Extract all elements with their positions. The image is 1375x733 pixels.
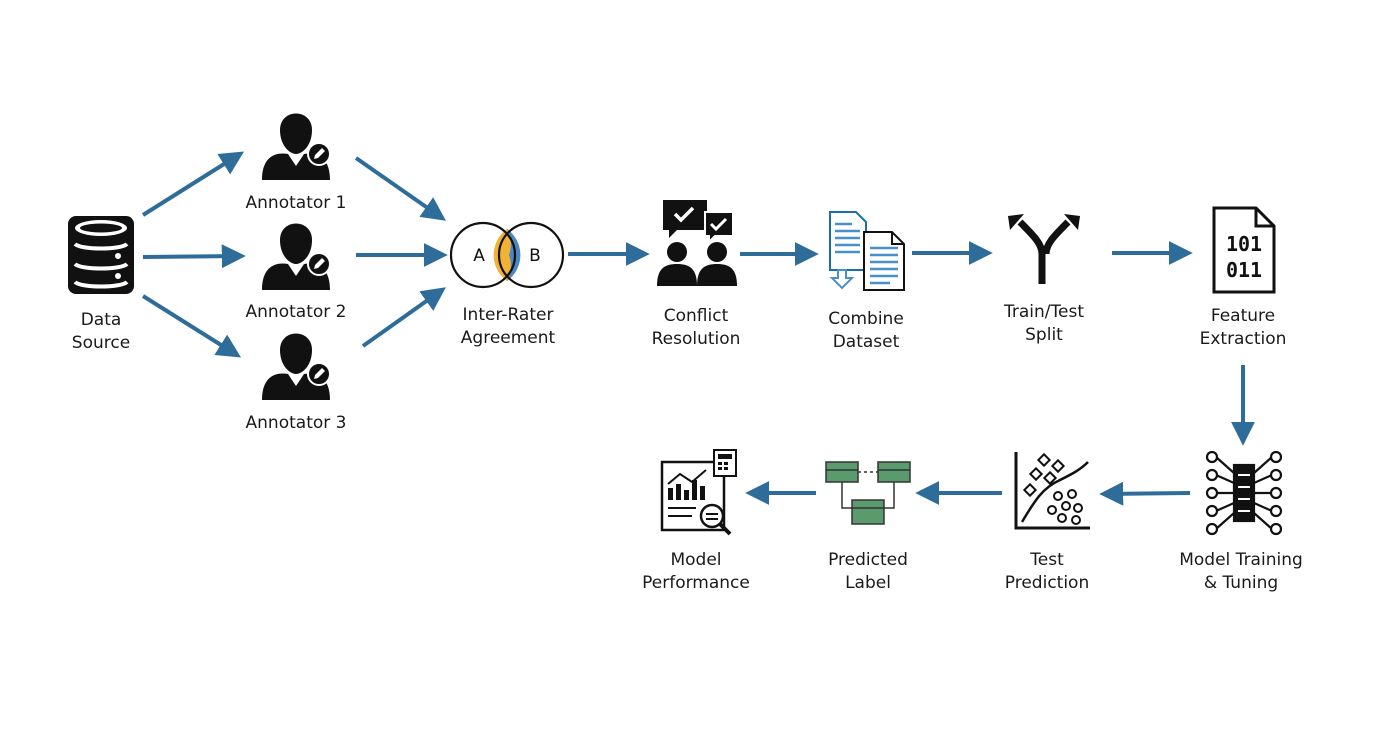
annotator-1-label: Annotator 1	[245, 193, 347, 213]
label-tables-icon	[825, 461, 911, 525]
test-prediction-label: Test Prediction	[1005, 549, 1089, 595]
annotator-3-icon	[262, 333, 331, 400]
predicted-label-line2: Label	[845, 573, 891, 593]
test-prediction-label-line2: Prediction	[1004, 573, 1090, 593]
venn-label-a: A	[473, 246, 485, 266]
venn-diagram-icon: A B	[449, 221, 565, 289]
feature-label-line1: Feature	[1210, 306, 1276, 326]
feature-label-line2: Extraction	[1199, 329, 1287, 349]
model-performance-label: Model Performance	[642, 549, 750, 595]
fork-split-icon	[1008, 214, 1080, 284]
split-label-line1: Train/Test	[1004, 302, 1084, 322]
train-test-split-label: Train/Test Split	[1004, 301, 1084, 347]
feature-extraction-label: Feature Extraction	[1200, 305, 1287, 351]
arrow-source-to-annotator-1	[141, 151, 245, 217]
conflict-label-line1: Conflict	[663, 306, 729, 326]
discussion-check-icon	[657, 200, 737, 286]
neural-network-icon	[1205, 450, 1283, 536]
arrow-source-to-annotator-2	[142, 244, 246, 269]
binary-file-icon: 101 011	[1212, 206, 1276, 294]
data-source-label: Data Source	[72, 309, 130, 355]
split-label-line2: Split	[1025, 325, 1063, 345]
performance-label-line2: Performance	[642, 573, 750, 593]
scatter-classifier-icon	[1014, 452, 1090, 530]
conflict-resolution-label: Conflict Resolution	[652, 305, 741, 351]
training-label-line1: Model Training	[1179, 550, 1303, 570]
data-source-label-line2: Source	[71, 333, 131, 353]
arrow-annotator-3-to-agreement	[361, 287, 446, 348]
flow-arrows	[141, 151, 1255, 506]
arrow-training-to-prediction	[1099, 481, 1191, 506]
predicted-label-label: Predicted Label	[828, 549, 908, 595]
inter-rater-label-line2: Agreement	[460, 328, 556, 348]
combine-label-line1: Combine	[828, 309, 904, 329]
venn-label-b: B	[529, 246, 541, 266]
annotator-1-icon	[262, 113, 331, 180]
combine-dataset-label: Combine Dataset	[828, 308, 904, 354]
test-prediction-label-line1: Test	[1030, 550, 1064, 570]
database-icon	[68, 216, 134, 294]
binary-row-2: 011	[1226, 258, 1262, 282]
inter-rater-label-line1: Inter-Rater	[462, 305, 554, 325]
arrow-annotator-1-to-agreement	[354, 156, 446, 221]
conflict-label-line2: Resolution	[651, 329, 741, 349]
performance-report-icon	[660, 449, 737, 536]
model-training-label: Model Training & Tuning	[1179, 549, 1303, 595]
annotator-2-icon	[262, 223, 331, 290]
combine-label-line2: Dataset	[832, 332, 900, 352]
annotator-3-label: Annotator 3	[245, 413, 347, 433]
predicted-label-line1: Predicted	[828, 550, 908, 570]
binary-row-1: 101	[1226, 232, 1262, 256]
training-label-line2: & Tuning	[1203, 573, 1279, 593]
documents-merge-icon	[829, 211, 905, 291]
data-source-label-line1: Data	[80, 310, 122, 330]
performance-label-line1: Model	[670, 550, 722, 570]
arrow-source-to-annotator-3	[141, 294, 242, 358]
inter-rater-label: Inter-Rater Agreement	[461, 304, 555, 350]
annotator-2-label: Annotator 2	[245, 302, 347, 322]
